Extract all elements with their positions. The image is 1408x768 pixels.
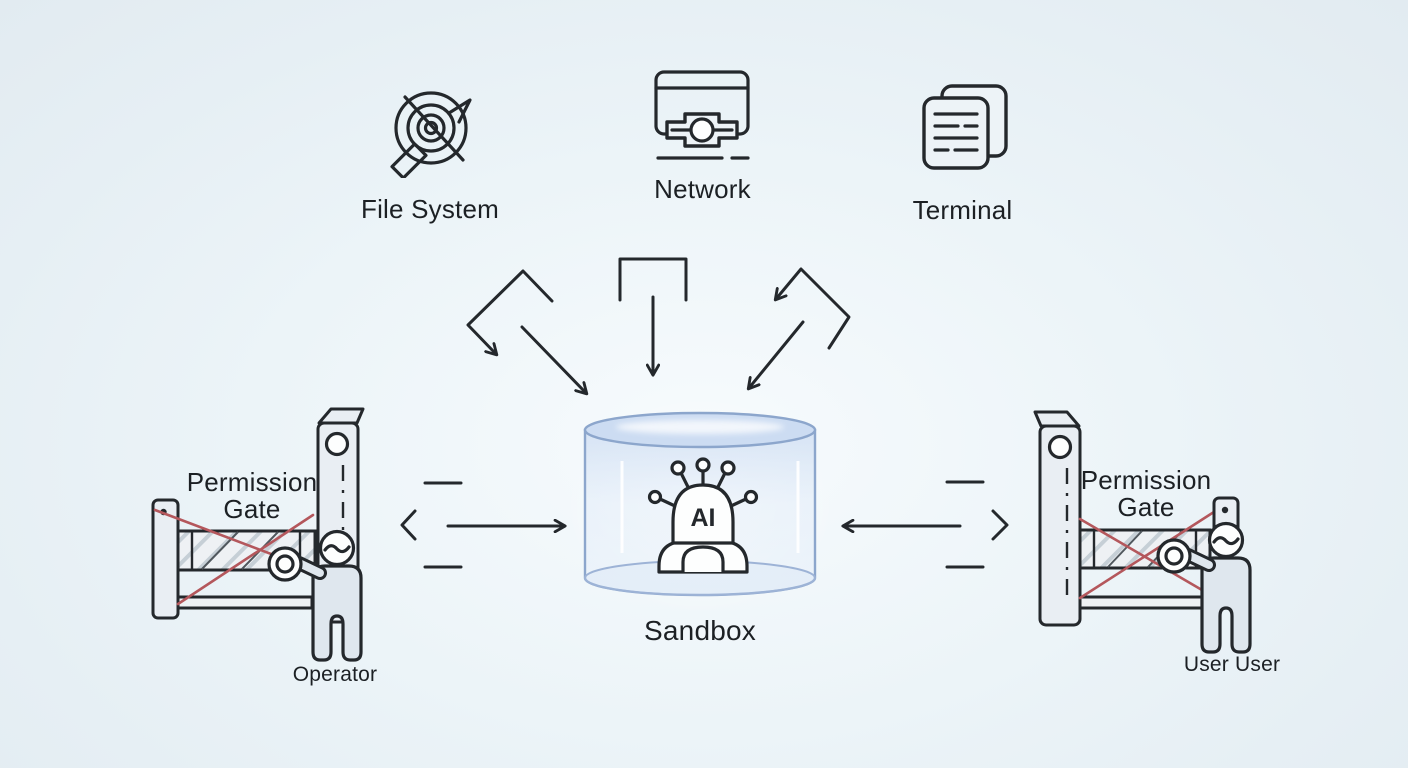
file-system-icon	[390, 91, 472, 178]
terminal-icon	[922, 84, 1008, 170]
file-system-arrows	[466, 269, 589, 396]
network-icon	[654, 70, 750, 160]
operator-label: Operator	[292, 663, 378, 686]
left-exchange-arrows	[400, 481, 567, 569]
terminal-arrows	[746, 267, 851, 391]
permission-gate-right	[1033, 410, 1252, 654]
glass-shine	[616, 420, 784, 434]
face-line	[323, 544, 351, 554]
ai-robot-icon: AI	[647, 457, 759, 574]
permission-dial-icon	[267, 546, 303, 582]
ai-robot-label: AI	[691, 504, 716, 532]
network-arrow	[618, 257, 688, 377]
terminal-label: Terminal	[912, 195, 1013, 225]
denied-cross	[1078, 508, 1219, 600]
gate-right-label: Permission Gate	[1080, 465, 1212, 522]
gate-left-label: Permission Gate	[186, 467, 318, 524]
user-label: User User	[1183, 653, 1281, 676]
permission-dial-icon	[1156, 538, 1192, 574]
file-system-label: File System	[360, 194, 499, 224]
permission-gate-left	[151, 407, 365, 662]
gate-barrier	[1078, 528, 1212, 610]
network-label: Network	[654, 174, 751, 204]
user-figure	[1156, 521, 1252, 654]
face-line	[1212, 536, 1240, 546]
right-exchange-arrows	[841, 480, 1009, 569]
gate-panel	[1033, 410, 1082, 627]
sandbox-label: Sandbox	[644, 615, 756, 646]
operator-figure	[267, 529, 363, 662]
